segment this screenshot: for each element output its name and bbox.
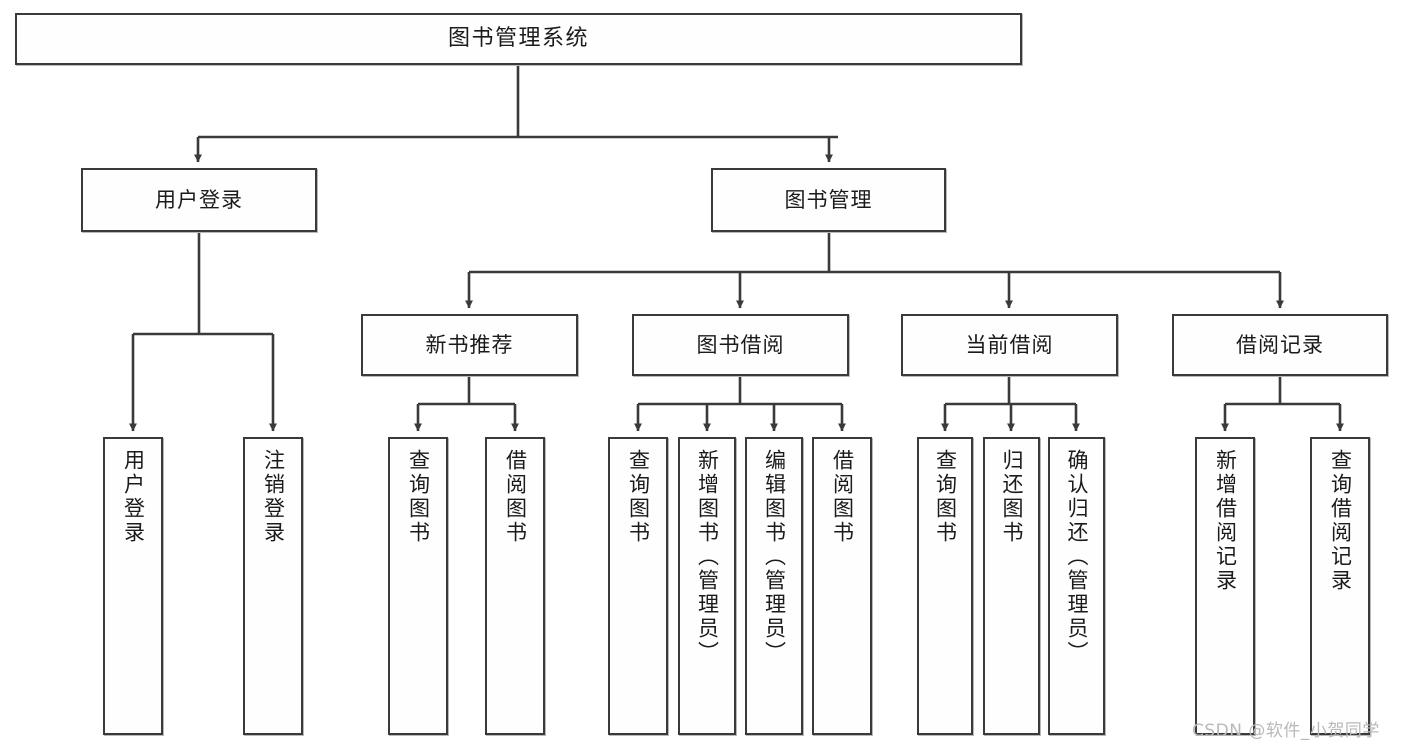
leaf-node[interactable]: 确认归还（管理员）: [1048, 437, 1105, 735]
leaf-node[interactable]: 注销登录: [243, 437, 303, 735]
leaf-node-label: 注销登录: [261, 449, 286, 545]
node-new-book-recommend[interactable]: 新书推荐: [361, 314, 578, 376]
node-user-login[interactable]: 用户登录: [81, 168, 317, 232]
leaf-node[interactable]: 归还图书: [983, 437, 1040, 735]
node-current-borrow[interactable]: 当前借阅: [901, 314, 1118, 376]
node-borrow-record-label: 借阅记录: [1236, 332, 1324, 357]
leaf-node[interactable]: 编辑图书（管理员）: [745, 437, 803, 735]
leaf-node[interactable]: 查询借阅记录: [1310, 437, 1370, 735]
node-book-borrow-label: 图书借阅: [696, 332, 785, 357]
leaf-node-label: 新增借阅记录: [1213, 449, 1238, 593]
leaf-node[interactable]: 查询图书: [608, 437, 668, 735]
leaf-node-label: 确认归还（管理员）: [1065, 449, 1089, 665]
leaf-node[interactable]: 借阅图书: [485, 437, 545, 735]
leaf-node-label: 用户登录: [121, 449, 146, 545]
leaf-node[interactable]: 查询图书: [917, 437, 973, 735]
csdn-watermark: CSDN @软件_小贺同学: [1192, 721, 1380, 741]
leaf-node-label: 编辑图书（管理员）: [762, 449, 787, 665]
leaf-node[interactable]: 用户登录: [103, 437, 163, 735]
node-new-book-recommend-label: 新书推荐: [425, 332, 514, 357]
leaf-node-label: 查询图书: [626, 449, 651, 545]
leaf-node-label: 归还图书: [1000, 449, 1024, 545]
leaf-node[interactable]: 新增图书（管理员）: [678, 437, 736, 735]
leaf-node[interactable]: 借阅图书: [812, 437, 872, 735]
leaf-node[interactable]: 查询图书: [388, 437, 448, 735]
leaf-node[interactable]: 新增借阅记录: [1195, 437, 1255, 735]
node-borrow-record[interactable]: 借阅记录: [1172, 314, 1388, 376]
node-root-label: 图书管理系统: [447, 26, 589, 52]
leaf-node-label: 借阅图书: [830, 449, 855, 545]
node-book-management-label: 图书管理: [784, 187, 873, 212]
node-book-management[interactable]: 图书管理: [711, 168, 946, 232]
leaf-node-label: 查询图书: [406, 449, 431, 545]
connector-lines: [129, 65, 1344, 432]
node-book-borrow[interactable]: 图书借阅: [632, 314, 849, 376]
leaf-node-label: 新增图书（管理员）: [695, 449, 720, 665]
leaf-node-label: 借阅图书: [503, 449, 528, 545]
node-root[interactable]: 图书管理系统: [15, 13, 1022, 65]
leaf-node-label: 查询借阅记录: [1328, 449, 1353, 593]
leaf-node-label: 查询图书: [933, 449, 958, 545]
node-current-borrow-label: 当前借阅: [965, 332, 1054, 357]
node-user-login-label: 用户登录: [155, 187, 243, 212]
